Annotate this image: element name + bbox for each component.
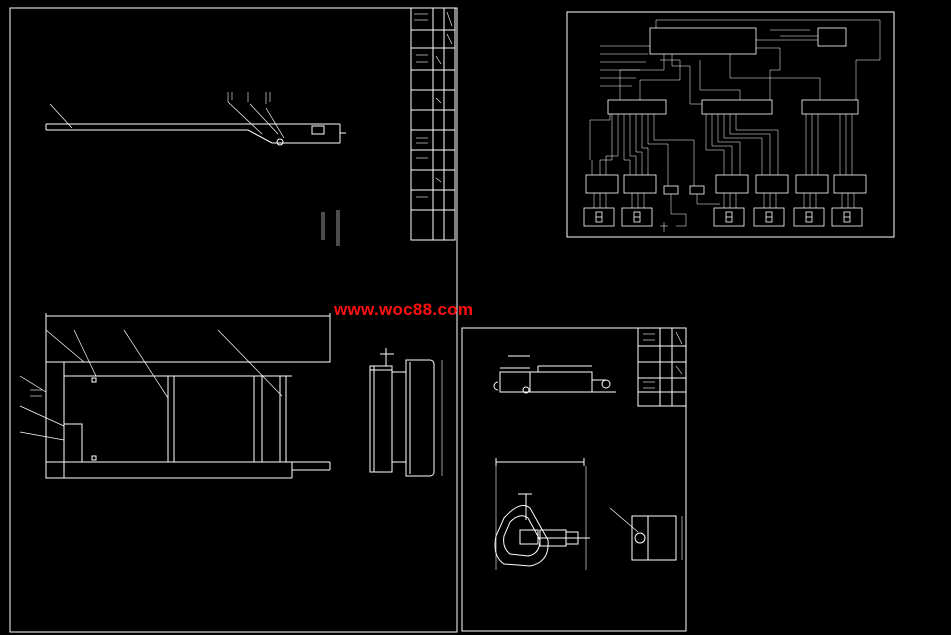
circuit-schematic-sheet	[566, 11, 895, 238]
detail-title-block	[637, 327, 687, 407]
left-title-block	[410, 7, 456, 241]
bottom-front-view	[19, 313, 331, 479]
top-side-view	[45, 92, 346, 246]
bottom-side-view	[369, 348, 443, 477]
detail-drawing-sheet	[461, 327, 687, 632]
detail-part-bottom	[494, 458, 683, 570]
left-drawing-sheet	[9, 7, 458, 633]
schematic-components	[583, 27, 867, 227]
schematic-wiring	[589, 19, 881, 232]
detail-part-top	[493, 355, 616, 394]
display-digits	[595, 211, 851, 223]
watermark-text: www.woc88.com	[334, 300, 474, 319]
